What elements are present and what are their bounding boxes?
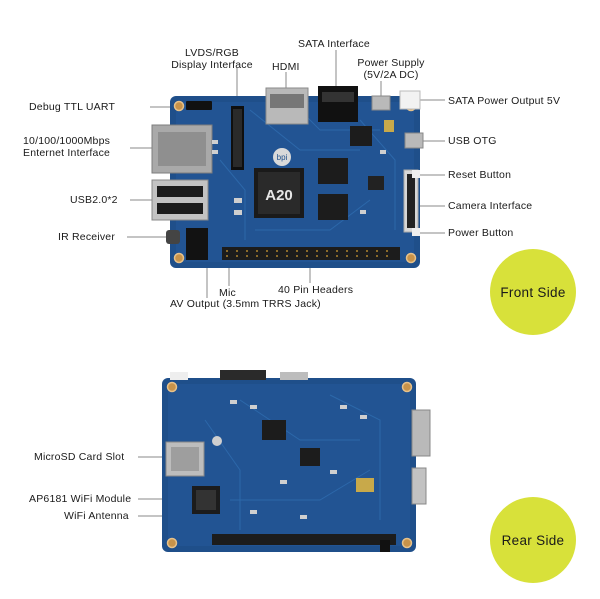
usb2-label: USB2.0*2	[70, 194, 118, 206]
soc-chip-label: A20	[265, 187, 293, 204]
rear-board	[162, 370, 431, 552]
lvds-display-label: LVDS/RGB Display Interface	[162, 47, 262, 71]
bpi-logo-text: bpi	[277, 153, 288, 162]
hdmi-label: HDMI	[272, 61, 300, 73]
reset-button-label: Reset Button	[448, 169, 512, 181]
mic-label: Mic	[219, 287, 236, 299]
wifi-module-label: AP6181 WiFi Module	[29, 493, 132, 505]
ethernet-label-line2: Enternet Interface	[23, 147, 111, 159]
ir-receiver-label: IR Receiver	[58, 231, 116, 243]
usb-otg-label: USB OTG	[448, 135, 497, 147]
sata-power-output-label: SATA Power Output 5V	[448, 95, 561, 107]
lvds-display-label-line1: LVDS/RGB	[185, 47, 239, 59]
microsd-slot-label: MicroSD Card Slot	[34, 451, 125, 463]
power-supply-label-line1: Power Supply	[357, 57, 425, 69]
sata-interface-label: SATA Interface	[298, 38, 370, 50]
wifi-antenna-label: WiFi Antenna	[64, 510, 129, 522]
ethernet-label-line1: 10/100/1000Mbps	[23, 135, 111, 147]
camera-interface-label: Camera Interface	[448, 200, 533, 212]
power-supply-label-line2: (5V/2A DC)	[363, 69, 419, 81]
ethernet-label: 10/100/1000Mbps Enternet Interface	[23, 135, 110, 159]
pin-headers-label: 40 Pin Headers	[278, 284, 354, 296]
front-side-badge: Front Side	[490, 249, 576, 335]
lvds-display-label-line2: Display Interface	[171, 59, 253, 71]
debug-uart-label: Debug TTL UART	[29, 101, 116, 113]
rear-side-badge: Rear Side	[490, 497, 576, 583]
power-button-label: Power Button	[448, 227, 514, 239]
av-output-label: AV Output (3.5mm TRRS Jack)	[170, 298, 321, 310]
power-supply-label: Power Supply (5V/2A DC)	[351, 57, 431, 81]
front-board: A20 bpi	[151, 86, 424, 268]
